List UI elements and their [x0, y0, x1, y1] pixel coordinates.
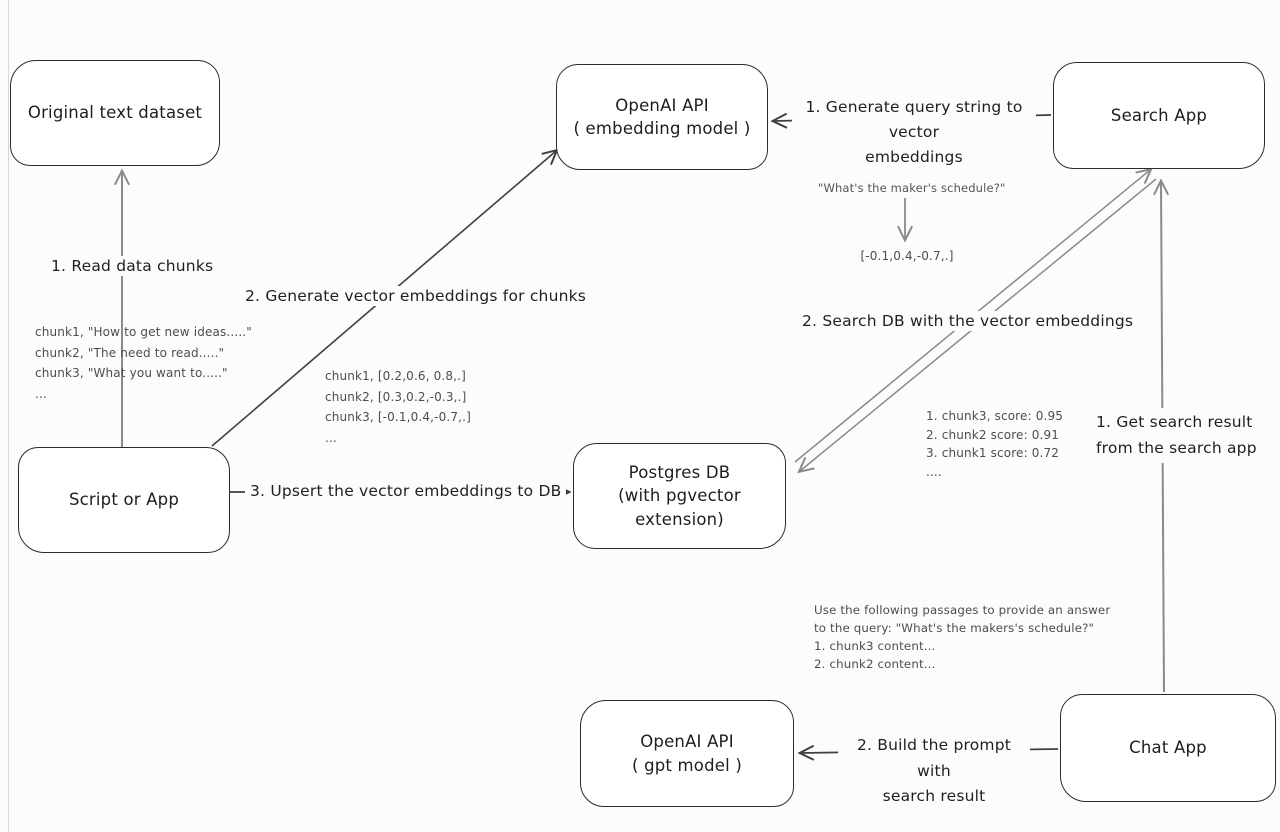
annotation-chunk-vectors: chunk1, [0.2,0.6, 0.8,.] chunk2, [0.3,0.…	[325, 366, 471, 449]
annotation-line: chunk1, "How to get new ideas....."	[35, 325, 252, 339]
edge-label-build-prompt: 2. Build the prompt with search result	[838, 732, 1030, 811]
edge-label-generate-query-vector: 1. Generate query string to vector embed…	[792, 94, 1036, 171]
annotation-line: 1. chunk3 content...	[814, 638, 936, 653]
annotation-line: Use the following passages to provide an…	[814, 603, 1111, 617]
annotation-line: chunk3, "What you want to....."	[35, 366, 228, 381]
node-label: Search App	[1110, 105, 1208, 125]
annotation-line: 3. chunk1 score: 0.72	[926, 446, 1060, 461]
annotation-line: chunk1, [0.2,0.6, 0.8,.]	[325, 369, 466, 383]
edge-label-line: 1. Generate query string to vector	[805, 98, 1023, 141]
node-postgres-db[interactable]: Postgres DB (with pgvector extension)	[573, 443, 786, 549]
edge-label-search-db: 2. Search DB with the vector embeddings	[797, 311, 1139, 331]
annotation-line: ...	[35, 386, 47, 401]
node-title: OpenAI API	[615, 95, 709, 115]
node-subtitle: ( embedding model )	[573, 119, 751, 138]
node-original-text-dataset[interactable]: Original text dataset	[10, 60, 220, 166]
edge-label-read-data-chunks: 1. Read data chunks	[46, 256, 219, 276]
canvas-left-edge-line	[8, 0, 9, 832]
node-subtitle: ( gpt model )	[631, 755, 742, 775]
node-title: OpenAI API	[640, 732, 734, 752]
node-script-or-app[interactable]: Script or App	[18, 447, 230, 553]
annotation-query-string: "What's the maker's schedule?"	[818, 181, 1006, 195]
annotation-built-prompt: Use the following passages to provide an…	[814, 602, 1110, 674]
annotation-line: to the query: "What's the makers's sched…	[814, 620, 1095, 635]
node-openai-embedding-api[interactable]: OpenAI API ( embedding model )	[556, 64, 768, 170]
edge-label-line: from the search app	[1096, 439, 1257, 458]
annotation-line: chunk2, "The need to read....."	[35, 345, 225, 360]
node-chat-app[interactable]: Chat App	[1060, 694, 1276, 802]
annotation-line: ....	[926, 464, 942, 479]
annotation-line: ...	[325, 430, 337, 445]
annotation-line: chunk2, [0.3,0.2,-0.3,.]	[325, 389, 467, 404]
edge-label-upsert-to-db: 3. Upsert the vector embeddings to DB	[245, 481, 567, 501]
edge-label-line: 2. Build the prompt with	[856, 736, 1012, 780]
edge-label-line: 1. Get search result	[1096, 413, 1253, 431]
annotation-line: 2. chunk2 content...	[814, 656, 936, 671]
edge-label-generate-embeddings: 2. Generate vector embeddings for chunks	[240, 286, 592, 306]
node-label: Script or App	[68, 490, 180, 510]
edge-label-line: embeddings	[865, 147, 963, 166]
node-search-app[interactable]: Search App	[1053, 62, 1265, 169]
node-label: Chat App	[1129, 738, 1207, 758]
edge-label-line: search result	[882, 787, 986, 806]
annotation-query-vector: [-0.1,0.4,-0.7,.]	[860, 249, 954, 263]
node-label: Original text dataset	[27, 103, 203, 123]
annotation-line: 1. chunk3, score: 0.95	[926, 409, 1064, 423]
node-openai-gpt-api[interactable]: OpenAI API ( gpt model )	[580, 700, 794, 807]
annotation-chunk-texts: chunk1, "How to get new ideas....." chun…	[35, 322, 252, 405]
node-subtitle: (with pgvector extension)	[618, 486, 741, 529]
annotation-search-scores: 1. chunk3, score: 0.95 2. chunk2 score: …	[926, 407, 1063, 481]
annotation-line: 2. chunk2 score: 0.91	[926, 427, 1060, 442]
edge-label-get-search-result: 1. Get search result from the search app	[1091, 408, 1263, 463]
annotation-line: chunk3, [-0.1,0.4,-0.7,.]	[325, 410, 471, 425]
node-title: Postgres DB	[628, 463, 731, 483]
